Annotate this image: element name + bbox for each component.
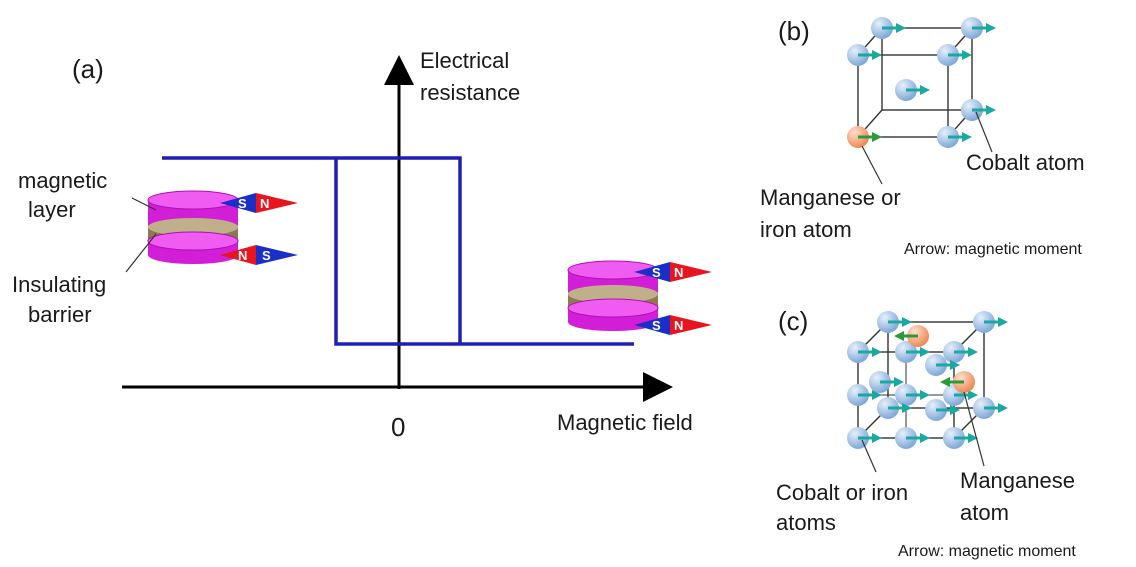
cobalt-iron-pointer [861,439,877,473]
magnet-s-label: S [652,265,661,280]
manganese-pointer [861,145,883,185]
magnet-n-label: N [238,248,247,263]
magnetic-layer-label-line1: magnetic [18,168,107,193]
cobalt-atom-label: Cobalt atom [966,150,1085,175]
moment-arrow [858,390,882,400]
cobalt-atom-pointer [975,111,993,153]
magnet-s-label: S [262,248,271,263]
manganese-label-line1: Manganese or [760,185,901,210]
manganese-c-label-line1: Manganese [960,468,1075,493]
moment-arrow [906,347,930,357]
moment-arrow [882,23,906,33]
insulating-barrier-pointer [125,233,157,273]
cobalt-atom [847,384,882,406]
panel-a-label: (a) [72,54,104,84]
cobalt-atom [847,44,882,66]
moment-arrow [984,403,1008,413]
manganese-atom [940,371,975,393]
magnet-s-label: S [238,196,247,211]
cobalt-atom [869,371,904,393]
magnet-lower-right: S N [634,315,712,335]
insulating-barrier-label-line2: barrier [28,302,92,327]
cobalt-iron-label-line2: atoms [776,510,836,535]
moment-arrow [948,132,972,142]
cobalt-atom [943,427,978,449]
cobalt-atom [895,384,930,406]
cobalt-atom [847,341,882,363]
cobalt-atom [877,397,912,419]
origin-label: 0 [391,412,405,442]
magnet-upper-left: S N [220,193,298,213]
insulating-barrier-label-line1: Insulating [12,272,106,297]
moment-arrow [858,132,882,142]
cobalt-atom [961,17,996,39]
moment-arrow [948,50,972,60]
panel-b-label: (b) [778,16,810,46]
magnet-s-label: S [652,318,661,333]
moment-arrow [984,317,1008,327]
cobalt-atom [973,311,1008,333]
cobalt-atom [943,341,978,363]
y-axis-label-line2: resistance [420,80,520,105]
magnetic-layer-label-line2: layer [28,197,76,222]
moment-arrow [858,433,882,443]
moment-arrow [954,390,978,400]
magnetic-layer-pointer [131,197,157,211]
panel-c-label: (c) [778,306,808,336]
cobalt-atom [871,17,906,39]
cobalt-atom [937,126,972,148]
moment-arrow [954,347,978,357]
cobalt-atom [973,397,1008,419]
atoms-c [847,311,1008,449]
panel-a: (a) Electrical resistance Magnetic field… [12,48,712,442]
x-axis-label: Magnetic field [557,410,693,435]
unit-cell-b [857,27,973,138]
moment-arrow [936,360,960,370]
moment-arrow [894,331,918,341]
cobalt-atom [877,311,912,333]
cobalt-atom [937,44,972,66]
moment-arrow [858,347,882,357]
cobalt-atom [925,354,960,376]
resistance-loop-upper [162,156,462,344]
cobalt-atom [895,79,930,101]
manganese-atom [847,126,882,148]
moment-arrow [888,317,912,327]
arrow-note-c: Arrow: magnetic moment [898,543,1076,560]
moment-arrow [940,377,964,387]
manganese-c-label-line2: atom [960,500,1009,525]
cobalt-atom [925,399,960,421]
resistance-loop-lower [334,158,634,346]
moment-arrow [880,377,904,387]
magnet-n-label: N [260,196,269,211]
cobalt-iron-label-line1: Cobalt or iron [776,480,908,505]
moment-arrow [954,433,978,443]
magnet-upper-right: S N [634,262,712,282]
magnet-n-label: N [674,318,683,333]
panel-b: (b) Cobalt atom Manganese or iron atom A… [760,16,1085,258]
moment-arrow [936,405,960,415]
manganese-c-pointer [963,391,985,467]
moment-arrow [858,50,882,60]
y-axis-label-line1: Electrical [420,48,509,73]
junction-stack-antiparallel [147,190,239,264]
moment-arrow [972,105,996,115]
cobalt-atom [895,427,930,449]
arrow-note-b: Arrow: magnetic moment [904,241,1082,258]
panel-c: (c) Cobalt or iron atoms Manganese atom … [776,306,1076,560]
cobalt-atom [895,341,930,363]
atoms-b [847,17,996,148]
moment-arrow [972,23,996,33]
manganese-atom [894,325,929,347]
magnet-n-label: N [674,265,683,280]
moment-arrow [888,403,912,413]
moment-arrow [906,433,930,443]
moment-arrow [906,85,930,95]
manganese-label-line2: iron atom [760,217,852,242]
moment-arrow [906,390,930,400]
magnet-lower-left: N S [220,245,298,265]
